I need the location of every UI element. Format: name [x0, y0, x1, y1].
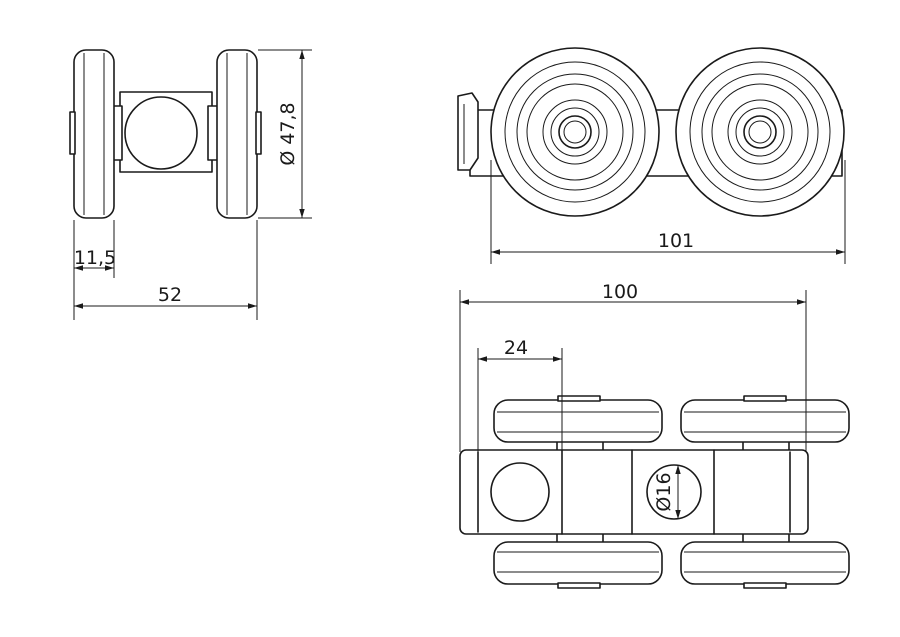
top-axle-offset-label: 24	[504, 337, 528, 359]
side-total-width-label: 52	[158, 284, 182, 306]
top-wheel-lower-right	[680, 541, 850, 589]
dim-front-total-length: 101	[490, 160, 846, 264]
side-wheel-right	[216, 49, 262, 219]
front-total-length-label: 101	[658, 230, 694, 252]
front-wheel-left	[490, 47, 660, 217]
top-wheel-upper-left	[493, 395, 663, 443]
dim-top-pin-diameter: Ø16	[653, 465, 681, 519]
front-view: 101	[457, 47, 846, 264]
side-ball	[124, 96, 198, 170]
dim-top-axle-offset: 24	[477, 337, 563, 452]
dim-side-total-width: 52	[74, 220, 258, 320]
top-body	[459, 449, 809, 535]
dim-side-diameter: Ø 47,8	[258, 49, 312, 219]
side-view: Ø 47,8 11,5 52	[69, 49, 312, 320]
side-diameter-label: Ø 47,8	[277, 102, 299, 165]
top-total-length-label: 100	[602, 281, 638, 303]
front-wheel-right	[675, 47, 845, 217]
dim-top-total-length: 100	[459, 281, 807, 452]
side-wheel-width-label: 11,5	[74, 247, 116, 269]
dim-side-wheel-width: 11,5	[73, 220, 116, 320]
top-wheel-lower-left	[493, 541, 663, 589]
front-bracket	[457, 92, 479, 171]
side-wheel-left	[69, 49, 115, 219]
top-ball	[490, 462, 550, 522]
top-wheel-upper-right	[680, 395, 850, 443]
top-view: Ø16 100 24	[459, 281, 850, 589]
top-pin-diameter-label: Ø16	[653, 472, 675, 511]
top-pin	[646, 464, 702, 520]
